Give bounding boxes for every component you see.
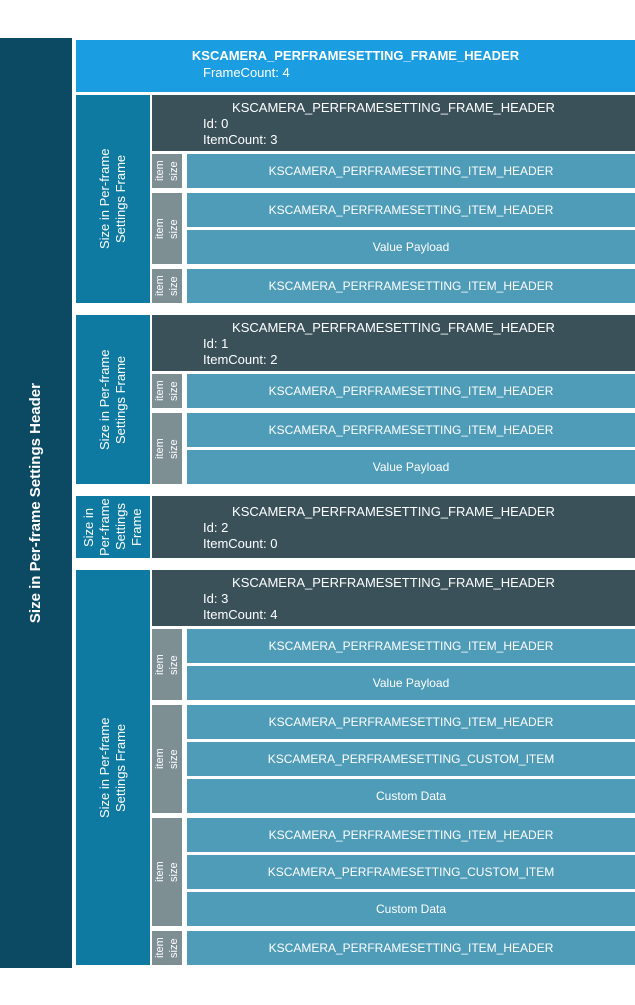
- item-size-label: item size: [154, 275, 180, 297]
- settings-header-size-label: Size in Per-frame Settings Header: [27, 382, 44, 624]
- frame-size-label: Size in Per-frame Settings Frame: [97, 349, 128, 450]
- item-header-row: KSCAMERA_PERFRAMESETTING_ITEM_HEADER: [187, 413, 635, 447]
- item-rows: KSCAMERA_PERFRAMESETTING_ITEM_HEADER: [187, 374, 635, 408]
- frame-section-1: Size in Per-frame Settings Frame KSCAMER…: [76, 315, 635, 484]
- frame-size-label: Size in Per-frame Settings Frame: [81, 498, 144, 556]
- item-rows: KSCAMERA_PERFRAMESETTING_ITEM_HEADER Val…: [187, 193, 635, 264]
- item-group: item size KSCAMERA_PERFRAMESETTING_ITEM_…: [152, 705, 635, 813]
- frame-header-top-bar: KSCAMERA_PERFRAMESETTING_FRAME_HEADER Fr…: [76, 40, 635, 92]
- item-size-label: item size: [154, 654, 180, 675]
- item-rows: KSCAMERA_PERFRAMESETTING_ITEM_HEADER: [187, 931, 635, 965]
- frame-id-label: Id: 1: [203, 336, 229, 351]
- settings-header-size-bar: Size in Per-frame Settings Header: [0, 38, 72, 968]
- frame-header-title: KSCAMERA_PERFRAMESETTING_FRAME_HEADER: [232, 504, 555, 519]
- item-size-column: item size: [152, 269, 182, 303]
- frame-header-bar: KSCAMERA_PERFRAMESETTING_FRAME_HEADER Id…: [152, 570, 635, 626]
- item-header-row: KSCAMERA_PERFRAMESETTING_ITEM_HEADER: [187, 818, 635, 852]
- item-header-row: KSCAMERA_PERFRAMESETTING_ITEM_HEADER: [187, 705, 635, 739]
- item-size-label: item size: [154, 160, 180, 182]
- item-group: item size KSCAMERA_PERFRAMESETTING_ITEM_…: [152, 269, 635, 303]
- item-rows: KSCAMERA_PERFRAMESETTING_ITEM_HEADER Val…: [187, 413, 635, 484]
- value-payload-row: Value Payload: [187, 230, 635, 264]
- item-header-row: KSCAMERA_PERFRAMESETTING_ITEM_HEADER: [187, 931, 635, 965]
- item-size-column: item size: [152, 374, 182, 408]
- custom-item-row: KSCAMERA_PERFRAMESETTING_CUSTOM_ITEM: [187, 742, 635, 776]
- frame-id-label: Id: 2: [203, 520, 229, 535]
- item-header-row: KSCAMERA_PERFRAMESETTING_ITEM_HEADER: [187, 374, 635, 408]
- item-size-column: item size: [152, 193, 182, 264]
- value-payload-row: Value Payload: [187, 450, 635, 484]
- item-header-row: KSCAMERA_PERFRAMESETTING_ITEM_HEADER: [187, 269, 635, 303]
- frame-header-bar: KSCAMERA_PERFRAMESETTING_FRAME_HEADER Id…: [152, 315, 635, 371]
- frame-header-title: KSCAMERA_PERFRAMESETTING_FRAME_HEADER: [232, 100, 555, 115]
- item-group: item size KSCAMERA_PERFRAMESETTING_ITEM_…: [152, 154, 635, 188]
- frame-header-bar: KSCAMERA_PERFRAMESETTING_FRAME_HEADER Id…: [152, 95, 635, 151]
- item-size-label: item size: [154, 861, 180, 883]
- item-size-label: item size: [154, 748, 180, 770]
- value-payload-row: Value Payload: [187, 666, 635, 700]
- frame-size-label: Size in Per-frame Settings Frame: [97, 717, 128, 818]
- item-group: item size KSCAMERA_PERFRAMESETTING_ITEM_…: [152, 629, 635, 700]
- item-rows: KSCAMERA_PERFRAMESETTING_ITEM_HEADER KSC…: [187, 705, 635, 813]
- item-size-label: item size: [154, 218, 180, 239]
- frame-size-column: Size in Per-frame Settings Frame: [76, 570, 150, 965]
- frame-itemcount-label: ItemCount: 2: [203, 352, 278, 367]
- item-groups: item size KSCAMERA_PERFRAMESETTING_ITEM_…: [152, 154, 635, 303]
- frame-size-label: Size in Per-frame Settings Frame: [97, 148, 128, 250]
- item-size-column: item size: [152, 931, 182, 965]
- item-rows: KSCAMERA_PERFRAMESETTING_ITEM_HEADER: [187, 154, 635, 188]
- frame-size-column: Size in Per-frame Settings Frame: [76, 496, 150, 558]
- frame-body: KSCAMERA_PERFRAMESETTING_FRAME_HEADER Id…: [152, 95, 635, 303]
- frame-id-label: Id: 3: [203, 591, 229, 606]
- frame-header-title: KSCAMERA_PERFRAMESETTING_FRAME_HEADER: [232, 575, 555, 590]
- item-group: item size KSCAMERA_PERFRAMESETTING_ITEM_…: [152, 931, 635, 965]
- custom-data-row: Custom Data: [187, 892, 635, 926]
- item-rows: KSCAMERA_PERFRAMESETTING_ITEM_HEADER KSC…: [187, 818, 635, 926]
- item-size-label: item size: [154, 380, 180, 402]
- frame-itemcount-label: ItemCount: 3: [203, 132, 278, 147]
- frame-header-title: KSCAMERA_PERFRAMESETTING_FRAME_HEADER: [191, 48, 520, 63]
- item-header-row: KSCAMERA_PERFRAMESETTING_ITEM_HEADER: [187, 193, 635, 227]
- diagram-content: KSCAMERA_PERFRAMESETTING_FRAME_HEADER Fr…: [76, 40, 635, 965]
- item-groups: item size KSCAMERA_PERFRAMESETTING_ITEM_…: [152, 374, 635, 484]
- item-group: item size KSCAMERA_PERFRAMESETTING_ITEM_…: [152, 193, 635, 264]
- item-rows: KSCAMERA_PERFRAMESETTING_ITEM_HEADER Val…: [187, 629, 635, 700]
- item-group: item size KSCAMERA_PERFRAMESETTING_ITEM_…: [152, 413, 635, 484]
- frame-header-bar: KSCAMERA_PERFRAMESETTING_FRAME_HEADER Id…: [152, 496, 635, 558]
- frame-size-column: Size in Per-frame Settings Frame: [76, 315, 150, 484]
- item-group: item size KSCAMERA_PERFRAMESETTING_ITEM_…: [152, 818, 635, 926]
- frame-section-0: Size in Per-frame Settings Frame KSCAMER…: [76, 95, 635, 303]
- frame-section-3: Size in Per-frame Settings Frame KSCAMER…: [76, 570, 635, 965]
- custom-item-row: KSCAMERA_PERFRAMESETTING_CUSTOM_ITEM: [187, 855, 635, 889]
- frame-body: KSCAMERA_PERFRAMESETTING_FRAME_HEADER Id…: [152, 570, 635, 965]
- frame-itemcount-label: ItemCount: 4: [203, 607, 278, 622]
- frame-body: KSCAMERA_PERFRAMESETTING_FRAME_HEADER Id…: [152, 496, 635, 558]
- custom-data-row: Custom Data: [187, 779, 635, 813]
- item-header-row: KSCAMERA_PERFRAMESETTING_ITEM_HEADER: [187, 154, 635, 188]
- item-size-column: item size: [152, 154, 182, 188]
- frame-count-label: FrameCount: 4: [203, 65, 290, 80]
- frame-size-column: Size in Per-frame Settings Frame: [76, 95, 150, 303]
- frame-itemcount-label: ItemCount: 0: [203, 536, 278, 551]
- item-rows: KSCAMERA_PERFRAMESETTING_ITEM_HEADER: [187, 269, 635, 303]
- frame-id-label: Id: 0: [203, 116, 229, 131]
- item-size-label: item size: [154, 438, 180, 459]
- item-group: item size KSCAMERA_PERFRAMESETTING_ITEM_…: [152, 374, 635, 408]
- item-size-column: item size: [152, 705, 182, 813]
- item-groups: item size KSCAMERA_PERFRAMESETTING_ITEM_…: [152, 629, 635, 965]
- item-size-label: item size: [154, 937, 180, 959]
- item-size-column: item size: [152, 818, 182, 926]
- frame-body: KSCAMERA_PERFRAMESETTING_FRAME_HEADER Id…: [152, 315, 635, 484]
- item-size-column: item size: [152, 629, 182, 700]
- frame-section-2: Size in Per-frame Settings Frame KSCAMER…: [76, 496, 635, 558]
- frame-header-title: KSCAMERA_PERFRAMESETTING_FRAME_HEADER: [232, 320, 555, 335]
- item-header-row: KSCAMERA_PERFRAMESETTING_ITEM_HEADER: [187, 629, 635, 663]
- item-size-column: item size: [152, 413, 182, 484]
